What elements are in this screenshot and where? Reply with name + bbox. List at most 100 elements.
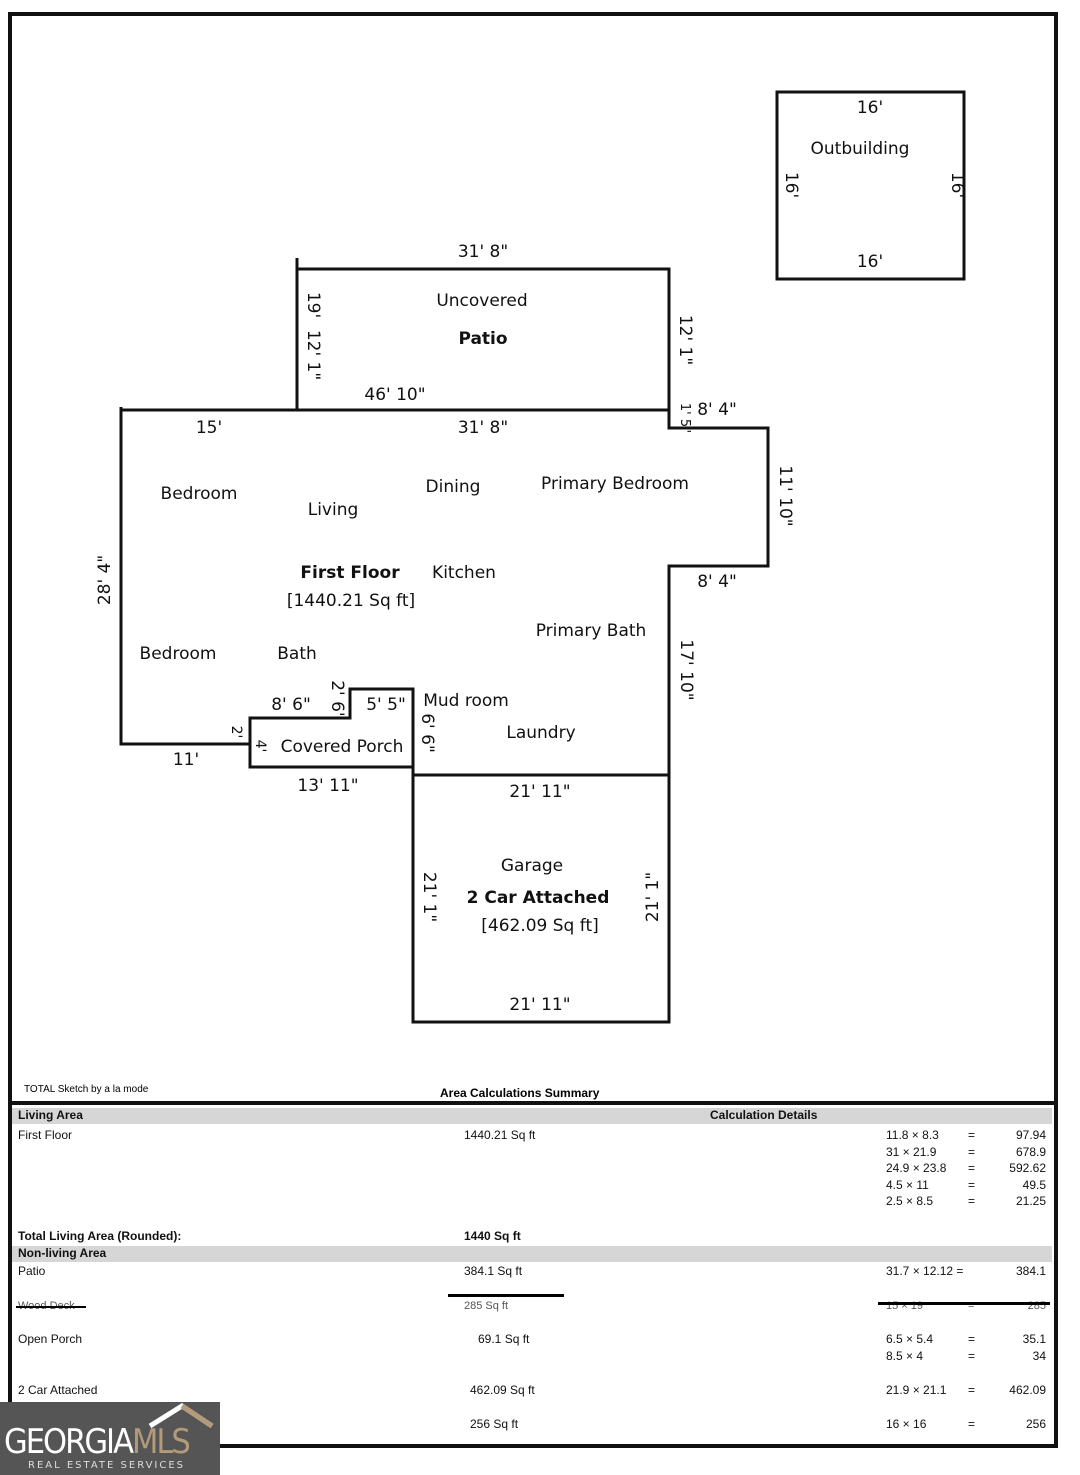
row-label: Patio (18, 1264, 46, 1278)
porch-outline (248, 687, 415, 767)
calc-expression: 31 × 21.9 (886, 1144, 937, 1159)
dim: 6' 6" (417, 713, 437, 753)
dim: 1' 5" (677, 403, 692, 433)
row-area: 256 Sq ft (470, 1417, 519, 1431)
table-row: Patio 384.1 Sq ft 31.7 × 12.12 =384.1 (12, 1264, 1052, 1280)
dim: 11' (173, 750, 199, 770)
room-label: Laundry (506, 723, 575, 743)
living-header-row: Living Area Calculation Details (12, 1108, 1052, 1124)
calc-line: 31.7 × 12.12 =384.1 (886, 1264, 1046, 1281)
table-row: First Floor 1440.21 Sq ft 11.8 × 8.3=97.… (12, 1128, 1052, 1208)
calc-result: 35.1 (1022, 1332, 1046, 1346)
dim: 8' 4" (697, 572, 737, 592)
calc-expression: 11.8 × 8.3 (886, 1128, 939, 1142)
calc-result: 592.62 (1009, 1161, 1046, 1175)
dim: 46' 10" (364, 385, 425, 405)
room-label: Mud room (423, 691, 509, 711)
calc-expression: 31.7 × 12.12 = (886, 1264, 964, 1278)
calc-expression: 24.9 × 23.8 (886, 1161, 947, 1175)
calc-equals: = (968, 1161, 976, 1175)
room-label: Living (308, 500, 359, 520)
living-header: Living Area (18, 1108, 83, 1122)
dim: 31' 8" (458, 242, 508, 262)
total-row: Total Living Area (Rounded): 1440 Sq ft (12, 1229, 1052, 1245)
dim: 12' 1" (675, 315, 695, 365)
dim: 28' 4" (95, 555, 115, 605)
row-label: First Floor (18, 1128, 72, 1142)
outbuilding-label: Outbuilding (811, 139, 910, 159)
patio-label: Uncovered (436, 291, 527, 311)
room-label: Kitchen (432, 563, 496, 583)
calc-line: 21.9 × 21.1 = 462.09 (886, 1383, 1046, 1400)
room-label: Primary Bedroom (541, 474, 689, 494)
calc-expression: 21.9 × 21.1 (886, 1383, 947, 1397)
room-label: Primary Bath (536, 621, 647, 641)
calc-result: 97.94 (1015, 1128, 1046, 1142)
logo-tagline: REAL ESTATE SERVICES (28, 1460, 186, 1471)
calc-line: 11.8 × 8.3=97.94 (886, 1128, 1046, 1145)
strike-mark (878, 1302, 1050, 1305)
calc-line: 6.5 × 5.4=35.1 (886, 1332, 1046, 1349)
garage-area: [462.09 Sq ft] (481, 916, 599, 936)
dim: 16' (947, 172, 967, 198)
calc-line: 31 × 21.9=678.9 (886, 1145, 1046, 1162)
patio-outline (297, 267, 671, 410)
calc-equals: = (968, 1144, 976, 1159)
calc-expression: 2.5 × 8.5 (886, 1194, 934, 1208)
row-area: 462.09 Sq ft (470, 1383, 535, 1397)
calc-result: 49.5 (1022, 1177, 1046, 1192)
page-border (8, 12, 1058, 1448)
dim: 21' 11" (509, 782, 570, 802)
room-label: Bedroom (140, 644, 217, 664)
garage-label: Garage (501, 856, 563, 876)
room-label: Bedroom (161, 484, 238, 504)
strike-mark (448, 1294, 564, 1297)
calc-expression: 8.5 × 4 (886, 1348, 924, 1363)
room-label: Dining (426, 477, 481, 497)
software-credit: TOTAL Sketch by a la mode (24, 1084, 149, 1095)
row-label: 2 Car Attached (18, 1383, 98, 1397)
calc-header: Calculation Details (710, 1108, 818, 1122)
logo-text-georgia: GEORGIA (4, 1422, 134, 1462)
calc-equals: = (968, 1348, 976, 1363)
dim: 13' 11" (297, 776, 358, 796)
calc-result: 256 (1025, 1417, 1046, 1431)
floor-area: [1440.21 Sq ft] (287, 591, 415, 611)
row-area: 384.1 Sq ft (464, 1264, 523, 1278)
dim: 8' 4" (697, 400, 737, 420)
dim: 12' 1" (303, 330, 323, 380)
calc-equals: = (968, 1177, 976, 1192)
table-row: 256 Sq ft 16 × 16 = 256 (12, 1417, 1052, 1433)
calc-equals: = (968, 1417, 976, 1431)
calc-list: 16 × 16 = 256 (886, 1417, 1046, 1434)
table-row: 2 Car Attached 462.09 Sq ft 21.9 × 21.1 =… (12, 1383, 1052, 1399)
dim: 21' 1" (419, 872, 439, 922)
dim: 16' (857, 98, 883, 118)
outbuilding-outline (775, 90, 966, 281)
room-label: Bath (277, 644, 317, 664)
calc-equals: = (968, 1383, 976, 1397)
dim: 16' (781, 172, 801, 198)
calc-result: 462.09 (1009, 1383, 1046, 1397)
garage-label-bold: 2 Car Attached (467, 888, 610, 908)
calc-result: 21.25 (1015, 1194, 1046, 1208)
calc-equals: = (968, 1332, 976, 1346)
dim: 11' 10" (775, 465, 795, 526)
logo-text-mls: MLS (132, 1422, 191, 1462)
calc-equals: = (968, 1194, 976, 1208)
calc-line: 16 × 16 = 256 (886, 1417, 1046, 1434)
row-area: 285 Sq ft (464, 1300, 509, 1312)
calc-line: 24.9 × 23.8 = 592.62 (886, 1161, 1046, 1178)
strike-mark (16, 1306, 86, 1308)
logo-text: GEORGIAMLS (4, 1422, 191, 1462)
calc-result: 34 (1032, 1348, 1046, 1363)
porch-label: Covered Porch (281, 737, 404, 757)
row-label: Open Porch (18, 1332, 83, 1346)
dim: 8' 6" (271, 695, 311, 715)
calc-expression: 16 × 16 (886, 1417, 927, 1431)
georgia-mls-logo: GEORGIAMLS REAL ESTATE SERVICES (0, 1402, 220, 1475)
nonliving-header: Non-living Area (18, 1246, 107, 1260)
dim: 4' (252, 740, 268, 753)
